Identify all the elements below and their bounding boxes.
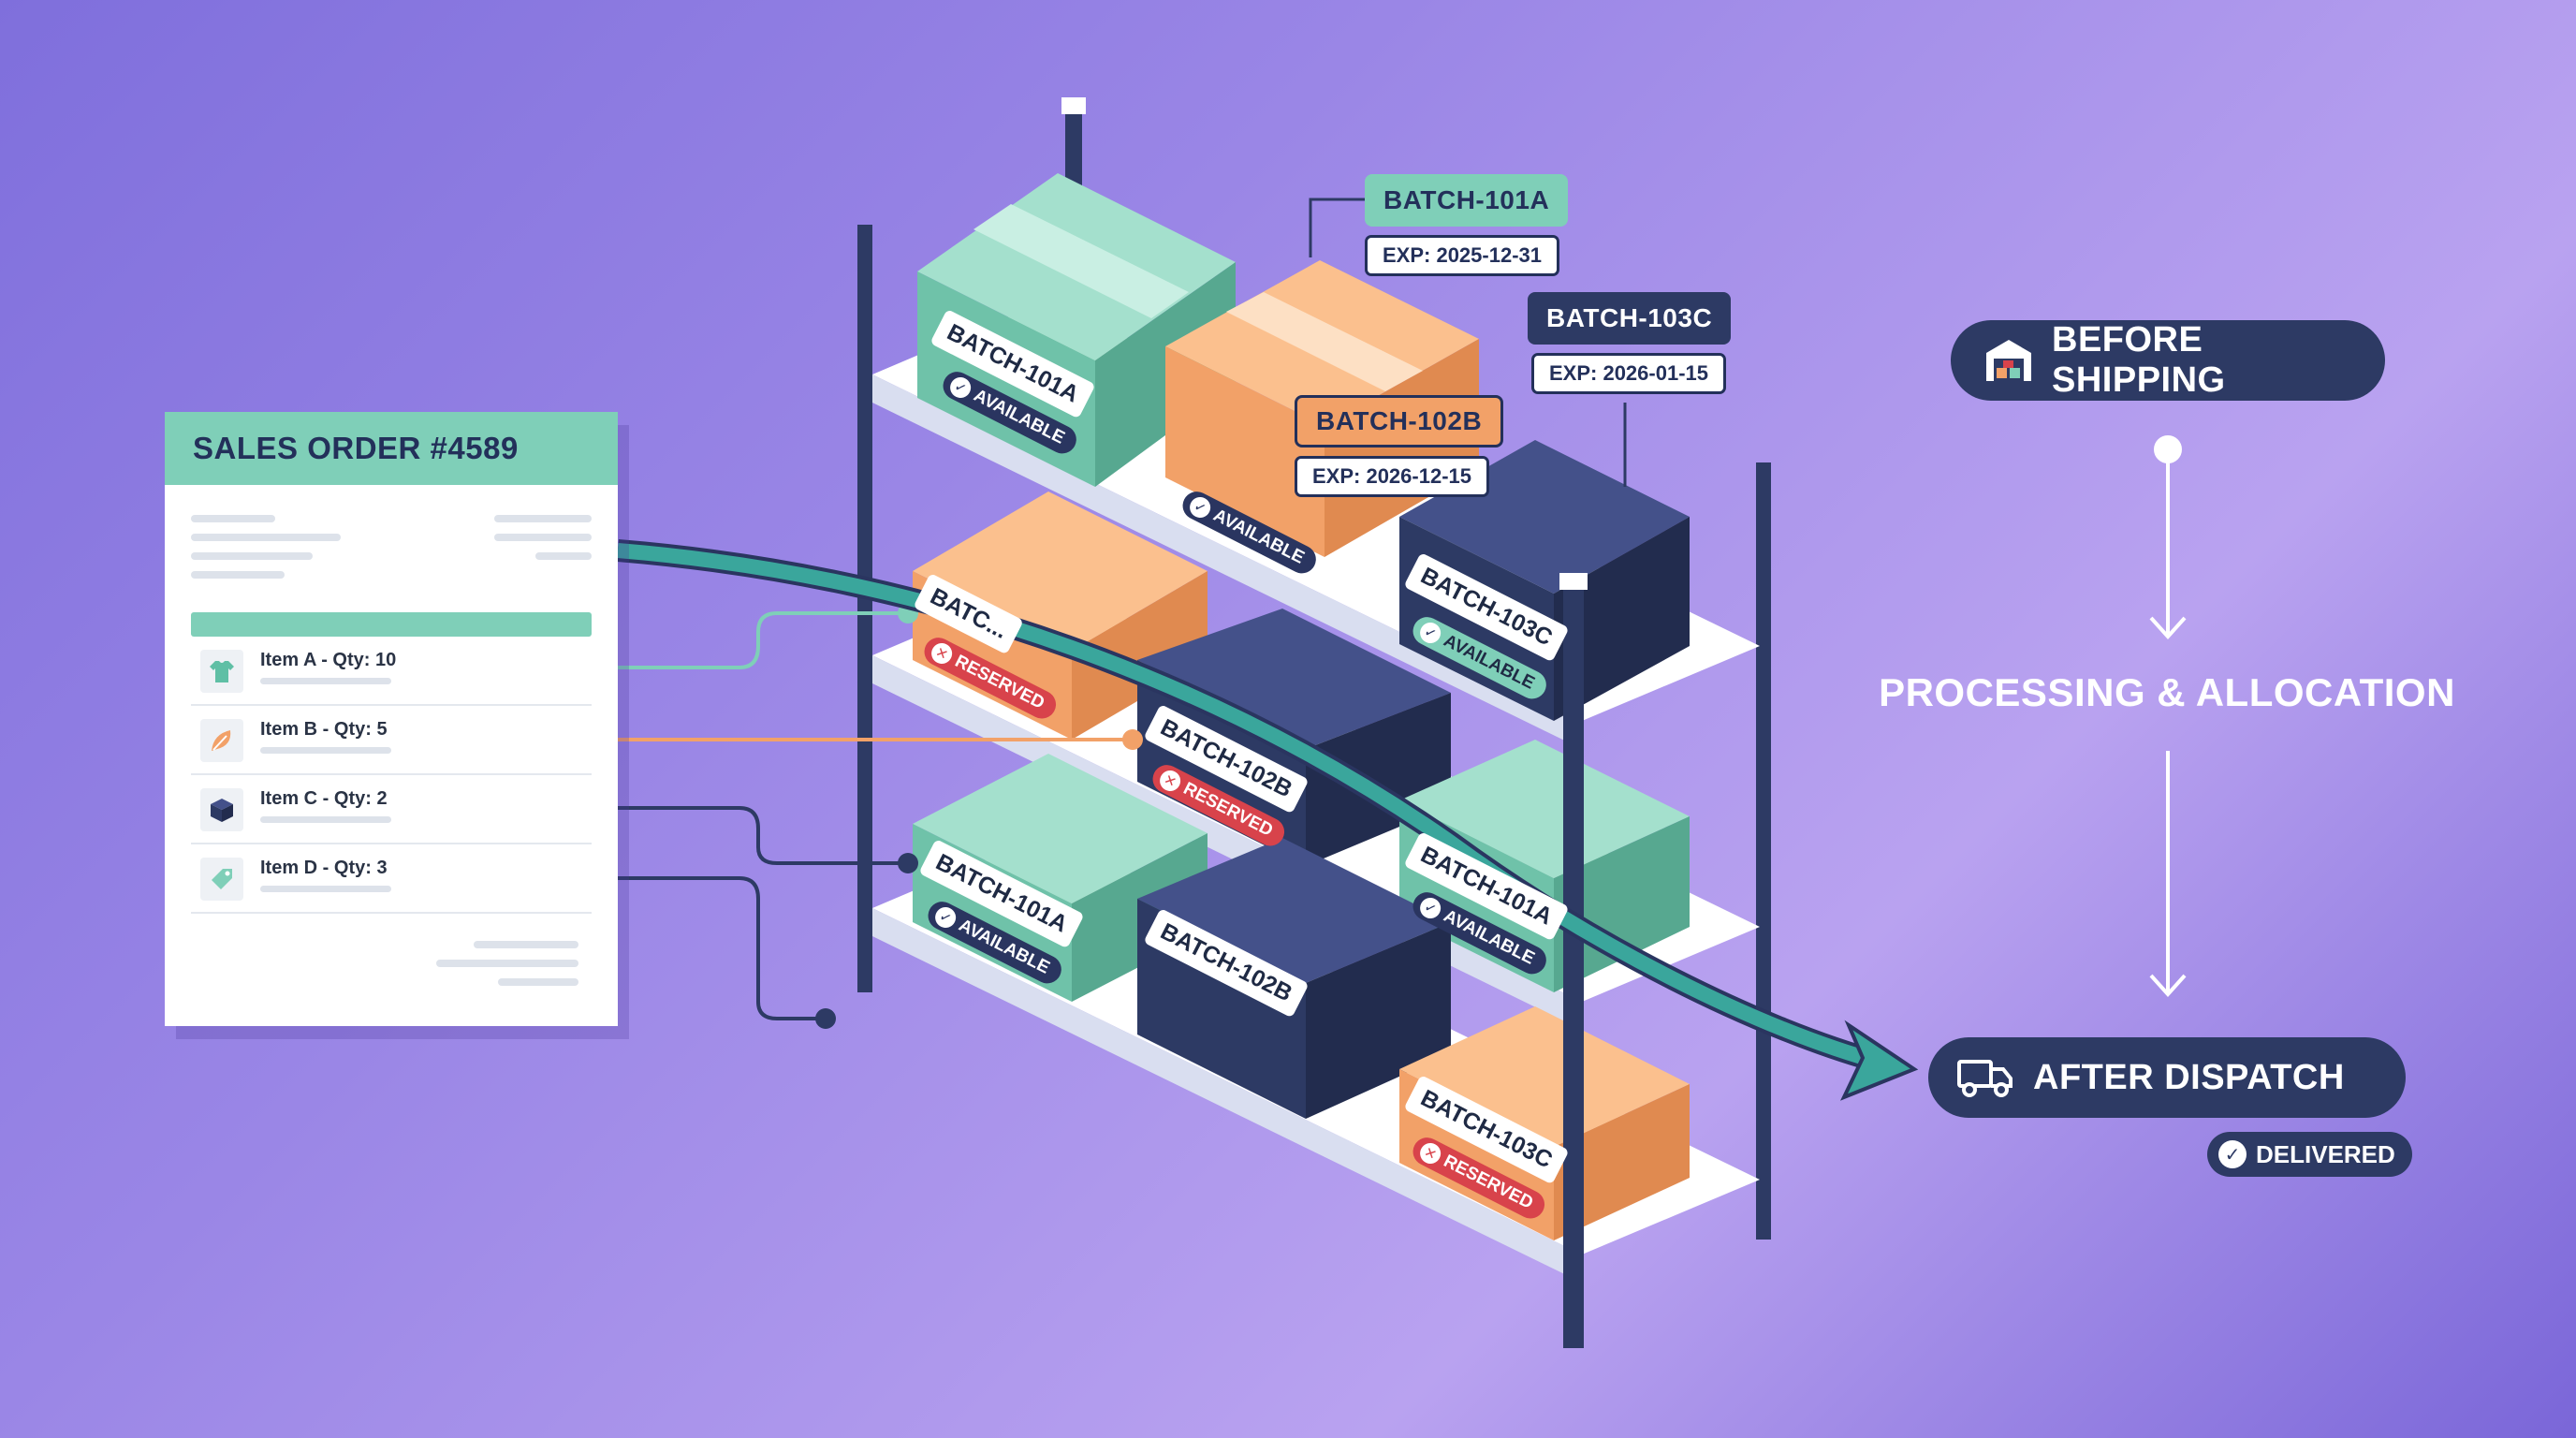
processing-allocation-label: PROCESSING & ALLOCATION bbox=[1879, 670, 2455, 714]
after-dispatch-stage: AFTER DISPATCH bbox=[1928, 1037, 2406, 1118]
placeholder-line bbox=[191, 571, 285, 579]
placeholder-line bbox=[474, 941, 578, 948]
order-item-row: Item A - Qty: 10 bbox=[191, 637, 592, 706]
connector-item-d bbox=[585, 876, 826, 1020]
order-item-label: Item C - Qty: 2 bbox=[260, 788, 388, 809]
box-icon bbox=[200, 788, 243, 831]
x-icon: ✕ bbox=[1416, 1139, 1444, 1167]
order-item-label: Item A - Qty: 10 bbox=[260, 650, 397, 670]
check-icon: ✓ bbox=[931, 903, 959, 932]
check-icon: ✓ bbox=[946, 374, 974, 402]
placeholder-line bbox=[260, 747, 391, 754]
batch-101a-callout: BATCH-101A bbox=[1365, 174, 1569, 227]
check-icon: ✓ bbox=[1186, 493, 1214, 521]
placeholder-line bbox=[498, 978, 578, 986]
order-item-label: Item D - Qty: 3 bbox=[260, 858, 388, 878]
before-shipping-stage: BEFORE SHIPPING bbox=[1951, 320, 2385, 401]
connector-item-a bbox=[585, 611, 908, 669]
flow-arrow bbox=[617, 539, 1919, 1101]
sales-order-header: SALES ORDER #4589 bbox=[165, 412, 618, 485]
before-shipping-label: BEFORE SHIPPING bbox=[2052, 320, 2226, 400]
placeholder-line bbox=[191, 534, 341, 541]
box-top-orange bbox=[1165, 260, 1479, 557]
after-dispatch-label: AFTER DISPATCH bbox=[2033, 1057, 2345, 1097]
placeholder-line bbox=[191, 515, 275, 522]
tshirt-icon bbox=[200, 650, 243, 693]
truck-icon bbox=[1956, 1056, 2014, 1099]
order-item-row: Item C - Qty: 2 bbox=[191, 775, 592, 844]
delivered-label: DELIVERED bbox=[2256, 1139, 2395, 1168]
order-item-label: Item B - Qty: 5 bbox=[260, 719, 388, 740]
shelf-post-back-right bbox=[1756, 462, 1771, 1240]
batch-102b-expiry: EXP: 2026-12-15 bbox=[1295, 456, 1489, 497]
x-icon: ✕ bbox=[1156, 767, 1184, 795]
batch-103c-callout: BATCH-103C bbox=[1528, 292, 1732, 345]
shelf-post-back-left bbox=[857, 225, 872, 992]
x-icon: ✕ bbox=[928, 639, 956, 668]
placeholder-line bbox=[260, 678, 391, 684]
warehouse-icon bbox=[1983, 336, 2035, 385]
placeholder-line bbox=[436, 960, 578, 967]
connector-lines bbox=[585, 611, 1133, 1020]
batch-101a-expiry: EXP: 2025-12-31 bbox=[1365, 235, 1559, 276]
placeholder-line bbox=[494, 534, 592, 541]
sales-order-card: SALES ORDER #4589 Item A - Qty: 10 Item … bbox=[165, 412, 618, 1026]
placeholder-line bbox=[191, 552, 313, 560]
sales-order-title: SALES ORDER #4589 bbox=[193, 431, 519, 465]
delivered-badge: ✓ DELIVERED bbox=[2207, 1132, 2412, 1177]
order-item-row: Item D - Qty: 3 bbox=[191, 844, 592, 914]
placeholder-line bbox=[260, 816, 391, 823]
placeholder-line bbox=[535, 552, 592, 560]
callout-leaders bbox=[1309, 198, 1627, 487]
items-header-bar bbox=[191, 612, 592, 637]
batch-103c-expiry: EXP: 2026-01-15 bbox=[1531, 353, 1726, 394]
connector-item-c bbox=[585, 806, 908, 865]
tag-icon bbox=[200, 858, 243, 901]
check-icon: ✓ bbox=[1416, 619, 1444, 647]
check-icon: ✓ bbox=[2218, 1140, 2247, 1168]
check-icon: ✓ bbox=[1416, 894, 1444, 922]
stage-arrows bbox=[2149, 435, 2187, 997]
order-item-row: Item B - Qty: 5 bbox=[191, 706, 592, 775]
shelf-post-front bbox=[1563, 580, 1584, 1348]
leaf-icon bbox=[200, 719, 243, 762]
batch-102b-callout: BATCH-102B bbox=[1295, 395, 1504, 448]
placeholder-line bbox=[260, 886, 391, 892]
placeholder-line bbox=[494, 515, 592, 522]
